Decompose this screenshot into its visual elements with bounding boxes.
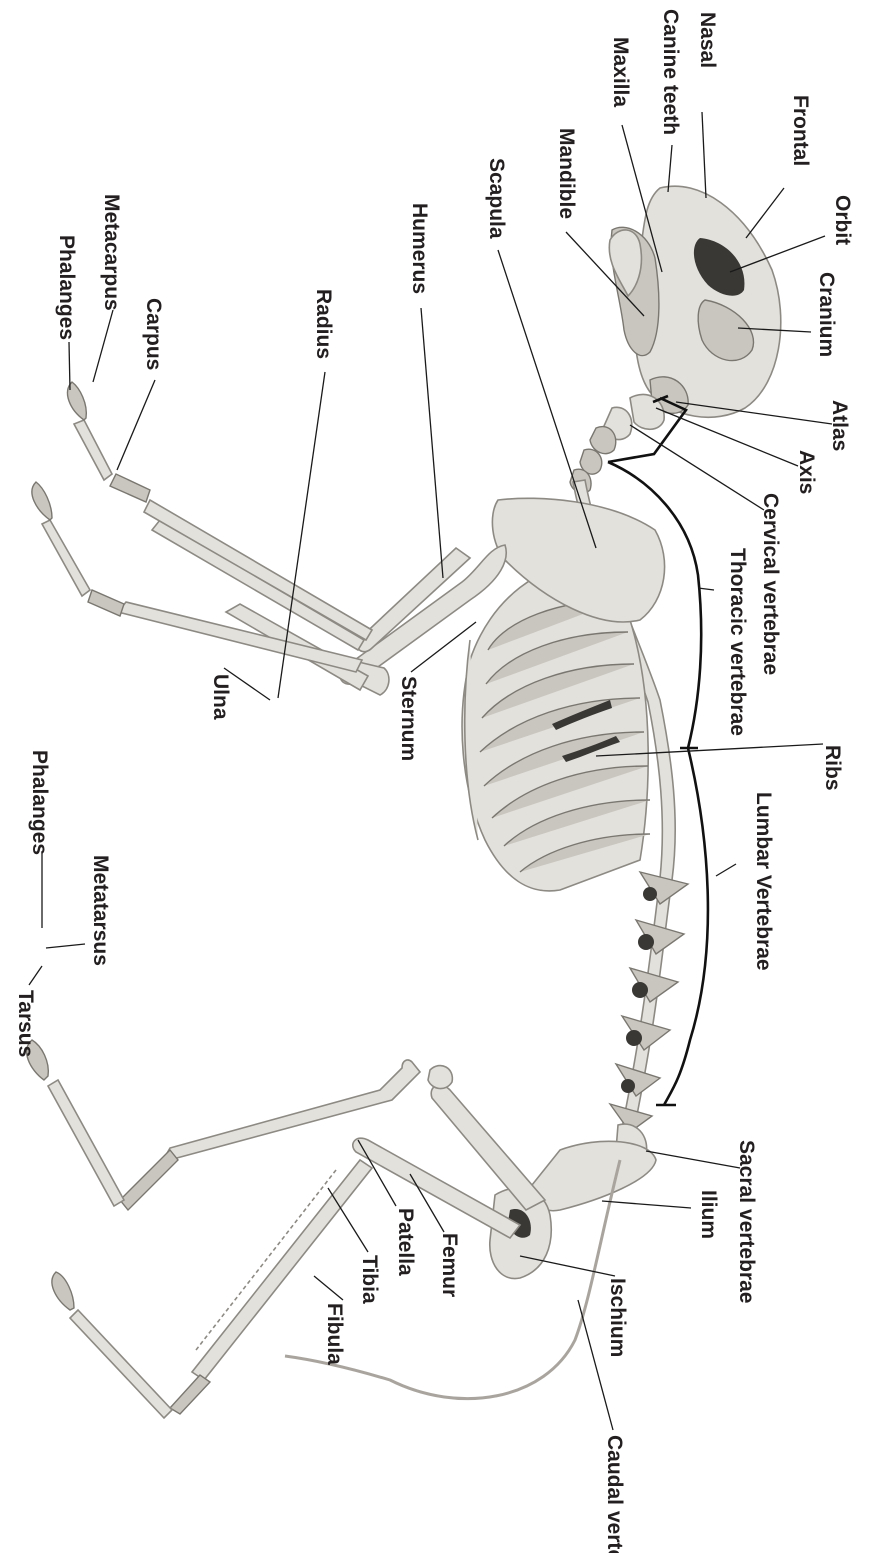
- front-legs: [32, 382, 506, 695]
- label-ischium: Ischium: [606, 1278, 629, 1357]
- label-mandible: Mandible: [555, 128, 578, 219]
- label-axis: Axis: [795, 450, 818, 494]
- label-ilium: Ilium: [697, 1190, 720, 1239]
- label-metatarsus: Metatarsus: [89, 855, 112, 966]
- label-humerus: Humerus: [408, 203, 431, 294]
- label-atlas: Atlas: [828, 400, 851, 451]
- label-tibia: Tibia: [358, 1255, 381, 1304]
- label-cervical-vertebrae: Cervical vertebrae: [759, 493, 782, 675]
- label-tarsus: Tarsus: [14, 990, 37, 1057]
- label-caudal-vertebrae: Caudal vertebrae: [603, 1435, 626, 1553]
- label-scapula: Scapula: [485, 158, 508, 239]
- label-sacral-vertebrae: Sacral vertebrae: [735, 1140, 758, 1303]
- label-patella: Patella: [394, 1208, 417, 1276]
- label-phalanges-front: Phalanges: [55, 235, 78, 340]
- hind-legs: [27, 1040, 545, 1418]
- label-phalanges-hind: Phalanges: [28, 750, 51, 855]
- label-femur: Femur: [438, 1233, 461, 1297]
- label-frontal: Frontal: [789, 95, 812, 166]
- neck-vertebrae: [570, 394, 664, 492]
- pelvis: [490, 1141, 656, 1278]
- label-radius: Radius: [312, 289, 335, 359]
- label-ribs: Ribs: [821, 745, 844, 791]
- label-orbit: Orbit: [831, 195, 854, 245]
- label-nasal: Nasal: [696, 12, 719, 68]
- label-cranium: Cranium: [815, 272, 838, 357]
- label-thoracic-vertebrae: Thoracic vertebrae: [726, 548, 749, 736]
- label-sternum: Sternum: [397, 676, 420, 761]
- skull: [609, 186, 780, 417]
- label-lumbar-vertebrae: Lumbar Vertebrae: [752, 792, 775, 971]
- label-ulna: Ulna: [209, 674, 232, 720]
- label-fibula: Fibula: [323, 1303, 346, 1365]
- label-maxilla: Maxilla: [609, 37, 632, 107]
- label-carpus: Carpus: [142, 298, 165, 370]
- label-metacarpus: Metacarpus: [100, 194, 123, 311]
- label-canine-teeth: Canine teeth: [659, 9, 682, 135]
